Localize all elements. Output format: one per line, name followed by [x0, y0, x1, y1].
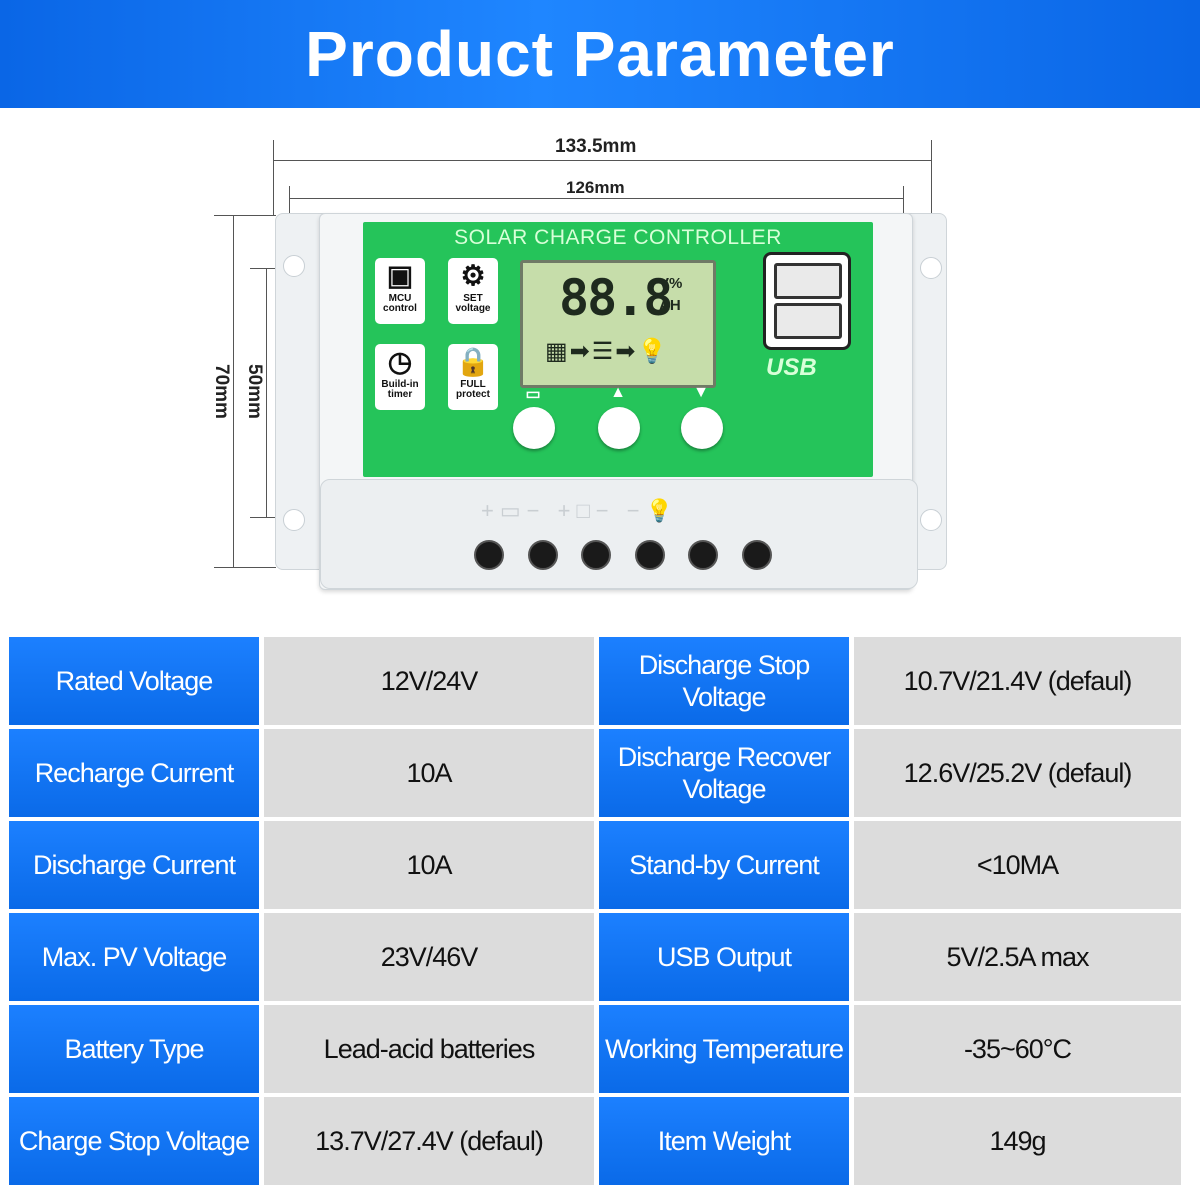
dim-label-inner-height: 50mm [244, 364, 265, 419]
dim-tick-top-outer [214, 215, 276, 216]
menu-icon: ▭ [525, 386, 541, 403]
terminal-screw [688, 540, 718, 570]
feature-label: FULL protect [456, 379, 490, 400]
dim-label-inner-width: 126mm [566, 178, 625, 197]
param-label: Working Temperature [599, 1005, 849, 1093]
param-label: Recharge Current [9, 729, 259, 817]
param-value: 10.7V/21.4V (defaul) [854, 637, 1181, 725]
mount-hole [283, 255, 305, 277]
dim-label-total-width: 133.5mm [555, 136, 637, 157]
page-header: Product Parameter [0, 0, 1200, 108]
param-value: 5V/2.5A max [854, 913, 1181, 1001]
param-value: 149g [854, 1097, 1181, 1185]
terminal-screw [528, 540, 558, 570]
terminal-symbols-icon: +▭− +□− −💡 [481, 498, 679, 523]
feature-label: Build-in timer [381, 379, 419, 400]
table-row: Battery Type Lead-acid batteries Working… [9, 1005, 1181, 1093]
feature-label: MCU control [383, 293, 417, 314]
down-button[interactable] [681, 407, 723, 449]
dim-line-total-height [233, 215, 234, 567]
page-title: Product Parameter [305, 18, 895, 90]
param-value: 10A [264, 821, 594, 909]
terminal-screw [635, 540, 665, 570]
param-label: Rated Voltage [9, 637, 259, 725]
feature-label: SET voltage [455, 293, 491, 314]
feature-mcu: ▣ MCU control [375, 258, 425, 324]
table-row: Recharge Current 10A Discharge Recover V… [9, 729, 1181, 817]
up-button[interactable] [598, 407, 640, 449]
dim-tick-left-outer [273, 140, 274, 215]
up-arrow-icon: ▲ [610, 384, 626, 401]
dim-tick-bottom-outer [214, 567, 276, 568]
terminal-screw [742, 540, 772, 570]
feature-protect: 🔒 FULL protect [448, 344, 498, 410]
table-row: Charge Stop Voltage 13.7V/27.4V (defaul)… [9, 1097, 1181, 1185]
table-row: Rated Voltage 12V/24V Discharge Stop Vol… [9, 637, 1181, 725]
usb-port [774, 263, 842, 299]
lcd-display: 88.8 V% AH ▦➡☰➡💡 [520, 260, 716, 388]
usb-ports [763, 252, 851, 350]
param-value: <10MA [854, 821, 1181, 909]
lcd-unit-bottom: AH [659, 297, 681, 314]
usb-label: USB [766, 354, 817, 381]
param-label: Item Weight [599, 1097, 849, 1185]
dim-line-inner-width [289, 198, 903, 199]
param-label: Charge Stop Voltage [9, 1097, 259, 1185]
table-row: Max. PV Voltage 23V/46V USB Output 5V/2.… [9, 913, 1181, 1001]
param-label: Stand-by Current [599, 821, 849, 909]
param-label: USB Output [599, 913, 849, 1001]
dim-tick-top-inner [250, 268, 276, 269]
param-value: 10A [264, 729, 594, 817]
menu-button[interactable] [513, 407, 555, 449]
dim-line-total-width [273, 160, 931, 161]
param-value: -35~60°C [854, 1005, 1181, 1093]
param-value: 12.6V/25.2V (defaul) [854, 729, 1181, 817]
param-label: Battery Type [9, 1005, 259, 1093]
feature-set-voltage: ⚙ SET voltage [448, 258, 498, 324]
mount-hole [920, 509, 942, 531]
lcd-flow-icons: ▦➡☰➡💡 [545, 338, 670, 365]
mount-hole [283, 509, 305, 531]
param-label: Discharge Recover Voltage [599, 729, 849, 817]
terminal-block: +▭− +□− −💡 [320, 479, 918, 589]
param-value: 12V/24V [264, 637, 594, 725]
param-label: Discharge Stop Voltage [599, 637, 849, 725]
panel-title: SOLAR CHARGE CONTROLLER [454, 226, 782, 249]
clock-icon: ◷ [387, 346, 413, 377]
param-value: Lead-acid batteries [264, 1005, 594, 1093]
dim-line-inner-height [266, 268, 267, 517]
down-arrow-icon: ▼ [693, 384, 709, 401]
terminal-screw [474, 540, 504, 570]
param-label: Discharge Current [9, 821, 259, 909]
param-value: 23V/46V [264, 913, 594, 1001]
dim-label-total-height: 70mm [211, 364, 232, 419]
feature-timer: ◷ Build-in timer [375, 344, 425, 410]
table-row: Discharge Current 10A Stand-by Current <… [9, 821, 1181, 909]
lock-icon: 🔒 [455, 346, 491, 377]
controller-body: SOLAR CHARGE CONTROLLER ▣ MCU control ⚙ … [319, 213, 918, 590]
lcd-unit-top: V% [659, 275, 683, 292]
param-label: Max. PV Voltage [9, 913, 259, 1001]
dim-tick-bottom-inner [250, 517, 276, 518]
mount-hole [920, 257, 942, 279]
chip-icon: ▣ [386, 260, 414, 291]
terminal-screw [581, 540, 611, 570]
gear-icon: ⚙ [460, 260, 486, 291]
dim-tick-right-inner [903, 186, 904, 216]
dim-tick-right-outer [931, 140, 932, 215]
lcd-digits: 88.8 [559, 269, 673, 327]
param-value: 13.7V/27.4V (defaul) [264, 1097, 594, 1185]
dim-tick-left-inner [289, 186, 290, 216]
charge-controller-illustration: SOLAR CHARGE CONTROLLER ▣ MCU control ⚙ … [275, 213, 947, 590]
usb-port [774, 303, 842, 339]
